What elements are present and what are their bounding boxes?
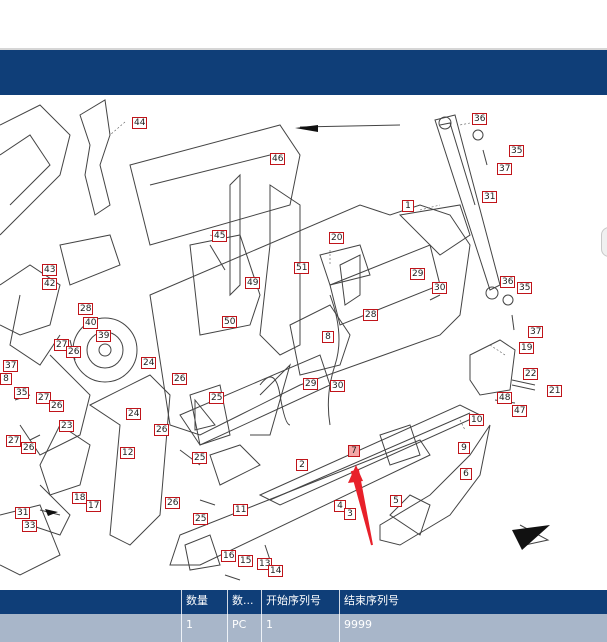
callout-37b[interactable]: 37	[528, 326, 544, 338]
callout-8b[interactable]: 8	[0, 373, 12, 385]
col-quantity[interactable]: 数量	[181, 590, 227, 614]
callout-5[interactable]: 5	[390, 495, 402, 507]
callout-28[interactable]: 28	[363, 309, 379, 321]
callout-3[interactable]: 3	[344, 508, 356, 520]
callout-31[interactable]: 31	[482, 191, 498, 203]
cell-quantity: 1	[181, 614, 227, 642]
callout-1[interactable]: 1	[402, 200, 414, 212]
callout-26f[interactable]: 26	[165, 497, 181, 509]
callout-26e[interactable]: 26	[21, 442, 37, 454]
callout-9[interactable]: 9	[458, 442, 470, 454]
callout-23[interactable]: 23	[59, 420, 75, 432]
callout-15[interactable]: 15	[238, 555, 254, 567]
callout-51[interactable]: 51	[294, 262, 310, 274]
callout-47[interactable]: 47	[512, 405, 528, 417]
callout-27[interactable]: 27	[54, 339, 70, 351]
callout-8[interactable]: 8	[322, 331, 334, 343]
callout-30b[interactable]: 30	[330, 380, 346, 392]
callout-36[interactable]: 36	[472, 113, 488, 125]
callout-2[interactable]: 2	[296, 459, 308, 471]
top-blank-area	[0, 0, 607, 48]
callout-26b[interactable]: 26	[172, 373, 188, 385]
col-unit[interactable]: 数...	[227, 590, 261, 614]
cell-end-serial: 9999	[339, 614, 607, 642]
callout-35[interactable]: 35	[509, 145, 525, 157]
callout-45[interactable]: 45	[212, 230, 228, 242]
side-scroll-handle[interactable]	[601, 227, 607, 257]
callout-21[interactable]: 21	[547, 385, 563, 397]
title-bar	[0, 48, 607, 95]
callout-46[interactable]: 46	[270, 153, 286, 165]
parts-diagram[interactable]: 44 36 35 37 31 46 1 45 20 43 42 51 29 30…	[0, 95, 607, 590]
callout-42[interactable]: 42	[42, 278, 58, 290]
callout-49[interactable]: 49	[245, 277, 261, 289]
callout-6[interactable]: 6	[460, 468, 472, 480]
callout-27b[interactable]: 27	[36, 392, 52, 404]
callout-16[interactable]: 16	[221, 550, 237, 562]
callout-7-highlighted[interactable]: 7	[348, 445, 360, 457]
cell-unit: PC	[227, 614, 261, 642]
cell-start-serial: 1	[261, 614, 339, 642]
callout-33[interactable]: 33	[22, 520, 38, 532]
table-row[interactable]: 1 PC 1 9999	[0, 614, 607, 642]
callout-26[interactable]: 26	[66, 346, 82, 358]
callout-4[interactable]: 4	[334, 500, 346, 512]
callout-17[interactable]: 17	[86, 500, 102, 512]
callout-43[interactable]: 43	[42, 264, 58, 276]
callout-39[interactable]: 39	[96, 330, 112, 342]
callout-11[interactable]: 11	[233, 504, 249, 516]
callout-27c[interactable]: 27	[6, 435, 22, 447]
callout-50[interactable]: 50	[222, 316, 238, 328]
callout-36b[interactable]: 36	[500, 276, 516, 288]
callout-10[interactable]: 10	[469, 414, 485, 426]
callout-24[interactable]: 24	[141, 357, 157, 369]
callout-28b[interactable]: 28	[78, 303, 94, 315]
callout-35b[interactable]: 35	[517, 282, 533, 294]
callout-26c[interactable]: 26	[49, 400, 65, 412]
callout-25[interactable]: 25	[209, 392, 225, 404]
callout-22[interactable]: 22	[523, 368, 539, 380]
callout-19[interactable]: 19	[519, 342, 535, 354]
callout-29[interactable]: 29	[410, 268, 426, 280]
callout-25b[interactable]: 25	[192, 452, 208, 464]
callout-37c[interactable]: 37	[3, 360, 19, 372]
callout-29b[interactable]: 29	[303, 378, 319, 390]
callout-30[interactable]: 30	[432, 282, 448, 294]
callout-40[interactable]: 40	[83, 317, 99, 329]
callout-26d[interactable]: 26	[154, 424, 170, 436]
callout-18[interactable]: 18	[72, 492, 88, 504]
callout-44[interactable]: 44	[132, 117, 148, 129]
callout-14[interactable]: 14	[268, 565, 284, 577]
callout-31b[interactable]: 31	[15, 507, 31, 519]
callout-37[interactable]: 37	[497, 163, 513, 175]
table-header: 数量 数... 开始序列号 结束序列号	[0, 590, 607, 614]
callout-12[interactable]: 12	[120, 447, 136, 459]
parts-table: 数量 数... 开始序列号 结束序列号 1 PC 1 9999	[0, 590, 607, 642]
exploded-view-drawing	[0, 99, 550, 581]
col-end-serial[interactable]: 结束序列号	[339, 590, 607, 614]
col-start-serial[interactable]: 开始序列号	[261, 590, 339, 614]
callout-25c[interactable]: 25	[193, 513, 209, 525]
callout-20[interactable]: 20	[329, 232, 345, 244]
callout-48[interactable]: 48	[497, 392, 513, 404]
callout-35c[interactable]: 35	[14, 387, 30, 399]
callout-24b[interactable]: 24	[126, 408, 142, 420]
